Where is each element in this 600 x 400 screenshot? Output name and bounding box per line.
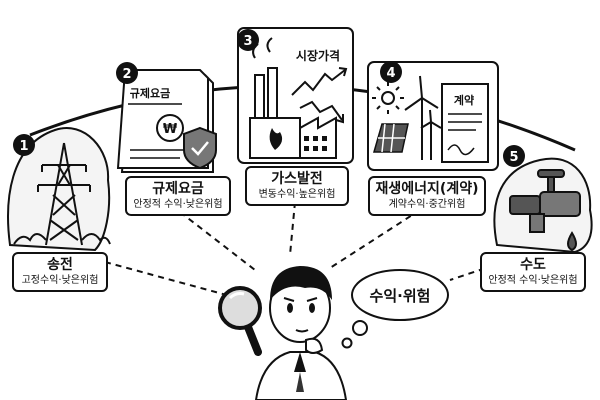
doc-title: 규제요금	[130, 86, 170, 100]
tower-icon	[37, 142, 91, 246]
dashed-connectors	[104, 201, 496, 301]
contract-icon: 계약	[441, 83, 489, 163]
chart-label: 시장가격	[296, 48, 340, 63]
label-3-subtitle: 변동수익·높은위험	[258, 189, 336, 200]
svg-text:4: 4	[386, 66, 395, 81]
label-5-title: 수도	[520, 257, 546, 273]
connector-5	[449, 264, 496, 281]
thought-text: 수익·위험	[369, 287, 431, 305]
label-1: 송전 고정수익·낮은위험	[12, 252, 108, 292]
label-3-title: 가스발전	[271, 171, 323, 187]
panel-1-art: 1	[7, 127, 111, 252]
shield-check-icon	[183, 126, 217, 170]
flame-icon	[269, 128, 283, 150]
currency-symbol: ₩	[163, 122, 178, 137]
wind-turbine-icon	[404, 75, 442, 160]
badge-5	[503, 145, 525, 167]
sun-icon	[372, 82, 404, 114]
panel-2-art: 규제요금 ₩ 2	[116, 62, 217, 173]
panel-3-art: 시장가격 3	[237, 27, 354, 164]
label-2-subtitle: 안정적 수익·낮은위험	[133, 199, 223, 210]
label-3: 가스발전 변동수익·높은위험	[245, 166, 349, 206]
panel-5-art: 5	[493, 145, 593, 254]
badge-1	[13, 134, 35, 156]
solar-panel-icon	[373, 123, 409, 153]
thought-bubble	[341, 269, 449, 349]
connector-2	[179, 211, 256, 271]
label-4-title: 재생에너지(계약)	[375, 181, 479, 197]
badge-2	[116, 62, 138, 84]
trend-chart-icon	[291, 67, 348, 124]
connector-4	[329, 209, 421, 269]
badge-1-number: 1	[19, 139, 28, 154]
svg-text:2: 2	[122, 67, 131, 82]
label-2: 규제요금 안정적 수익·낮은위험	[125, 176, 231, 216]
water-drop-icon	[567, 231, 577, 252]
badge-4	[380, 61, 402, 83]
magnifier-icon	[218, 286, 262, 356]
connector-1	[104, 261, 246, 301]
label-5-subtitle: 안정적 수익·낮은위험	[488, 275, 578, 286]
faucet-icon	[509, 169, 581, 233]
badge-3	[237, 29, 259, 51]
svg-text:3: 3	[243, 34, 252, 49]
label-1-subtitle: 고정수익·낮은위험	[21, 275, 99, 286]
label-4: 재생에너지(계약) 계약수익·중간위험	[368, 176, 486, 216]
svg-text:5: 5	[509, 150, 518, 165]
panel-4-art: 계약 4	[367, 61, 499, 171]
connector-3	[289, 201, 296, 256]
label-5: 수도 안정적 수익·낮은위험	[480, 252, 586, 292]
window-grid	[304, 136, 327, 151]
label-4-subtitle: 계약수익·중간위험	[388, 199, 466, 210]
label-2-title: 규제요금	[152, 181, 204, 197]
coin-icon	[156, 114, 184, 142]
label-1-title: 송전	[47, 257, 73, 273]
contract-label: 계약	[454, 93, 474, 107]
analyst-figure	[218, 266, 348, 400]
